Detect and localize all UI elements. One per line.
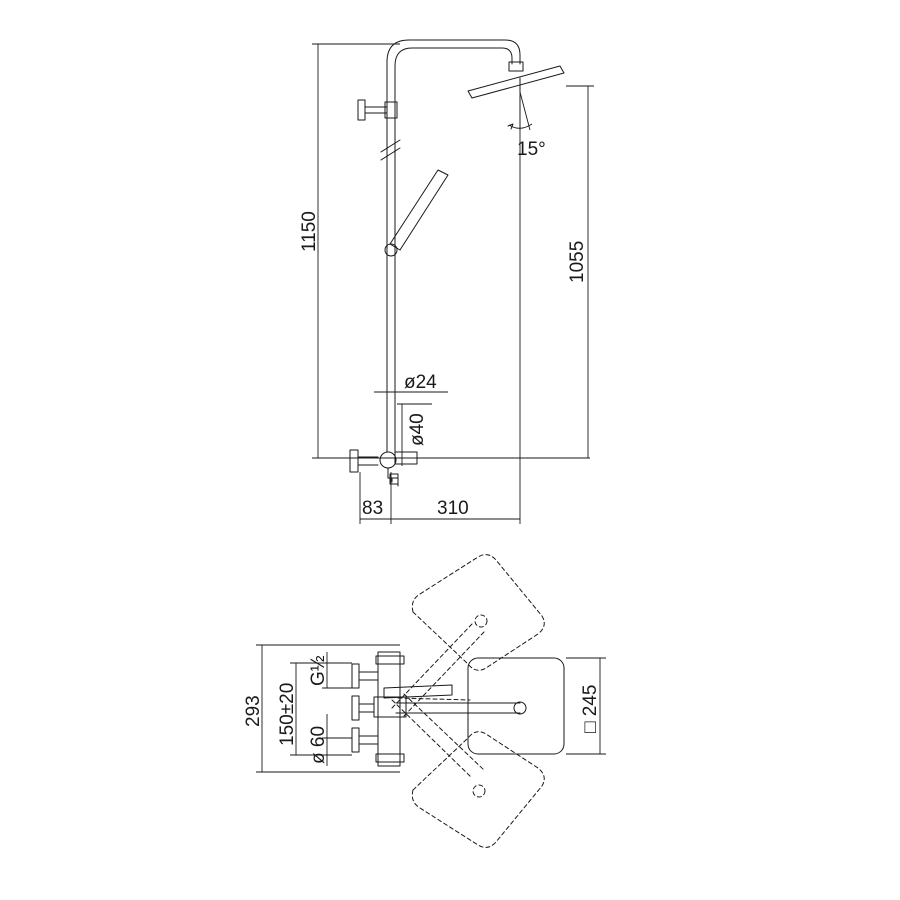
- rotated-head-outline-lower: [391, 693, 545, 848]
- dim-head-height: 1055: [566, 85, 594, 458]
- front-elevation: 15° 1150: [299, 39, 594, 524]
- arm-reach-label: 310: [437, 498, 469, 519]
- bar-diameter-label: ø24: [404, 372, 437, 393]
- plan-head: [467, 657, 565, 755]
- angle-marker: 15°: [507, 91, 546, 160]
- inlet-centers-label: 150±20: [277, 683, 298, 746]
- dim-total-height: 1150: [299, 43, 590, 459]
- dim-thread: G½: [308, 652, 352, 689]
- dim-horizontal: 83 310: [359, 96, 521, 524]
- upper-wall-bracket: [357, 99, 398, 121]
- plan-mixer: [351, 651, 407, 767]
- overhead-shower-head: [467, 61, 565, 99]
- flange-diameter-label: ø 60: [308, 726, 329, 764]
- head-height-label: 1055: [567, 241, 588, 283]
- dim-bar-diameter: ø24: [374, 372, 448, 398]
- head-angle-label: 15°: [517, 139, 546, 160]
- depth-label: 293: [243, 695, 264, 727]
- plan-arm: [383, 684, 527, 715]
- total-height-label: 1150: [299, 211, 320, 252]
- dim-valve-diameter: ø40: [397, 403, 432, 466]
- valve-diameter-label: ø40: [407, 413, 428, 446]
- rotated-head-outline-upper: [391, 554, 545, 717]
- wall-offset-label: 83: [362, 498, 383, 519]
- riser-pipe: [380, 39, 521, 453]
- dim-flange: ø 60: [308, 714, 352, 766]
- dim-depth: 293: [243, 644, 400, 773]
- thread-label: G½: [308, 655, 329, 686]
- thermostatic-mixer: [349, 449, 418, 487]
- head-size-label: □ 245: [580, 685, 601, 733]
- dim-head-size: □ 245: [566, 657, 606, 755]
- hand-shower: [384, 169, 449, 257]
- plan-view: 293 150±20 G½ ø 60 □ 245: [243, 554, 606, 848]
- dim-inlet-centers: 150±20: [277, 662, 352, 756]
